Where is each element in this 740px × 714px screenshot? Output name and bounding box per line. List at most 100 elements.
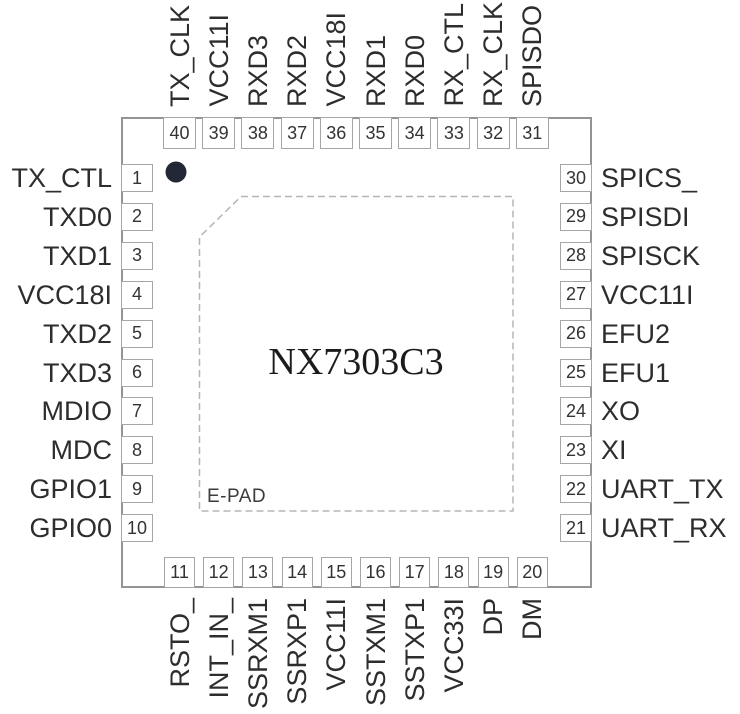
pin-box-38: 38 <box>241 117 275 149</box>
pin-box-37: 37 <box>280 117 314 149</box>
pin-number-6: 6 <box>131 362 142 382</box>
pin-box-1: 1 <box>121 164 153 192</box>
pin-box-3: 3 <box>121 241 153 270</box>
pin-box-28: 28 <box>560 241 592 270</box>
pin-label-5: TXD2 <box>42 318 112 349</box>
pin-box-18: 18 <box>438 557 470 588</box>
chip-name: NX7303C3 <box>268 341 444 383</box>
pin-number-20: 20 <box>522 562 543 582</box>
pin-number-18: 18 <box>443 562 464 582</box>
pin-label-25: EFU1 <box>601 357 671 388</box>
pin-number-38: 38 <box>247 122 268 143</box>
pin-number-10: 10 <box>126 517 148 538</box>
pin-box-25: 25 <box>560 358 592 387</box>
pin-number-32: 32 <box>483 122 504 143</box>
pin-number-16: 16 <box>365 562 386 582</box>
pin-label-16: SSTXM1 <box>360 598 391 707</box>
pin-number-19: 19 <box>483 562 504 582</box>
pin-label-20: DM <box>517 598 548 640</box>
pin-label-34: RXD0 <box>399 34 430 107</box>
pin-box-7: 7 <box>121 397 153 426</box>
pin-number-12: 12 <box>208 562 229 582</box>
pin-label-17: SSTXP1 <box>399 598 430 702</box>
pin-box-21: 21 <box>560 514 592 543</box>
pin-label-14: SSRXP1 <box>282 598 313 705</box>
pin-number-17: 17 <box>404 562 425 582</box>
pin-label-3: TXD1 <box>42 240 112 271</box>
pin-box-17: 17 <box>399 557 431 588</box>
pin-box-2: 2 <box>121 202 153 231</box>
pin-box-14: 14 <box>281 557 313 588</box>
pin-box-26: 26 <box>560 319 592 348</box>
pin-number-28: 28 <box>565 245 587 266</box>
pin-number-5: 5 <box>131 323 142 344</box>
pin-box-13: 13 <box>242 557 274 588</box>
pin-label-10: GPIO0 <box>29 513 112 544</box>
pin-number-1: 1 <box>131 167 142 188</box>
pin-number-8: 8 <box>131 439 142 460</box>
pin-box-16: 16 <box>360 557 391 588</box>
pin-label-38: RXD3 <box>242 34 273 107</box>
pin-number-23: 23 <box>565 439 587 460</box>
pin-label-1: TX_CTL <box>11 163 112 193</box>
pin-number-30: 30 <box>565 167 587 188</box>
pin-label-22: UART_TX <box>601 474 724 505</box>
pin-box-12: 12 <box>203 557 235 588</box>
pin-number-27: 27 <box>565 284 587 305</box>
pin-box-35: 35 <box>359 117 392 149</box>
pin-box-5: 5 <box>121 319 153 348</box>
pin-label-28: SPISCK <box>601 240 701 271</box>
pin-number-25: 25 <box>565 362 587 382</box>
pin-label-35: RXD1 <box>360 34 391 107</box>
pin-number-26: 26 <box>565 323 587 344</box>
pin-number-2: 2 <box>131 206 142 227</box>
pin-box-15: 15 <box>320 557 352 588</box>
pin-number-35: 35 <box>365 122 386 143</box>
pin-box-11: 11 <box>164 557 195 588</box>
pin-number-34: 34 <box>404 122 425 143</box>
pin-number-39: 39 <box>208 122 229 143</box>
pin-label-29: SPISDI <box>601 201 690 232</box>
pin-box-27: 27 <box>560 280 592 309</box>
pin-number-21: 21 <box>565 517 587 538</box>
pin-number-36: 36 <box>326 122 347 143</box>
pin-box-4: 4 <box>121 280 153 309</box>
pin-label-11: RSTO_ <box>164 598 195 688</box>
pin-number-14: 14 <box>287 562 308 582</box>
pin-label-9: GPIO1 <box>29 474 112 505</box>
pin-number-24: 24 <box>565 400 587 421</box>
epad-label: E-PAD <box>207 486 267 507</box>
pin-box-32: 32 <box>476 117 510 149</box>
pin-number-3: 3 <box>131 245 142 266</box>
pin-box-22: 22 <box>560 475 592 504</box>
pin-label-4: VCC18I <box>17 279 112 310</box>
pin-box-36: 36 <box>319 117 353 149</box>
pin-number-9: 9 <box>131 478 142 499</box>
pin-label-19: DP <box>478 598 509 636</box>
pin-box-9: 9 <box>121 475 153 504</box>
pin-box-10: 10 <box>121 514 153 543</box>
pin-label-31: SPISDO <box>517 4 548 107</box>
pin-label-18: VCC33I <box>438 598 469 693</box>
pin-box-39: 39 <box>202 117 236 149</box>
pin-label-6: TXD3 <box>42 357 112 388</box>
pin-label-13: SSRXM1 <box>242 598 273 710</box>
pin-box-20: 20 <box>516 557 548 588</box>
pin-label-2: TXD0 <box>42 201 112 232</box>
pin-box-6: 6 <box>121 358 153 387</box>
pin-label-8: MDC <box>50 435 113 466</box>
pin-number-22: 22 <box>565 478 587 499</box>
pin-number-37: 37 <box>287 122 308 143</box>
pin-number-40: 40 <box>169 122 190 143</box>
pin-number-31: 31 <box>522 122 543 143</box>
pin-box-23: 23 <box>560 436 592 465</box>
pin-number-29: 29 <box>565 206 587 227</box>
pin-label-23: XI <box>601 435 627 466</box>
pin-number-33: 33 <box>443 122 464 143</box>
pin-number-7: 7 <box>131 400 142 421</box>
pin-box-31: 31 <box>515 117 549 149</box>
pin-label-32: RX_CLK <box>478 1 509 107</box>
pin-number-15: 15 <box>326 562 347 582</box>
pin-label-30: SPICS_ <box>601 163 698 193</box>
